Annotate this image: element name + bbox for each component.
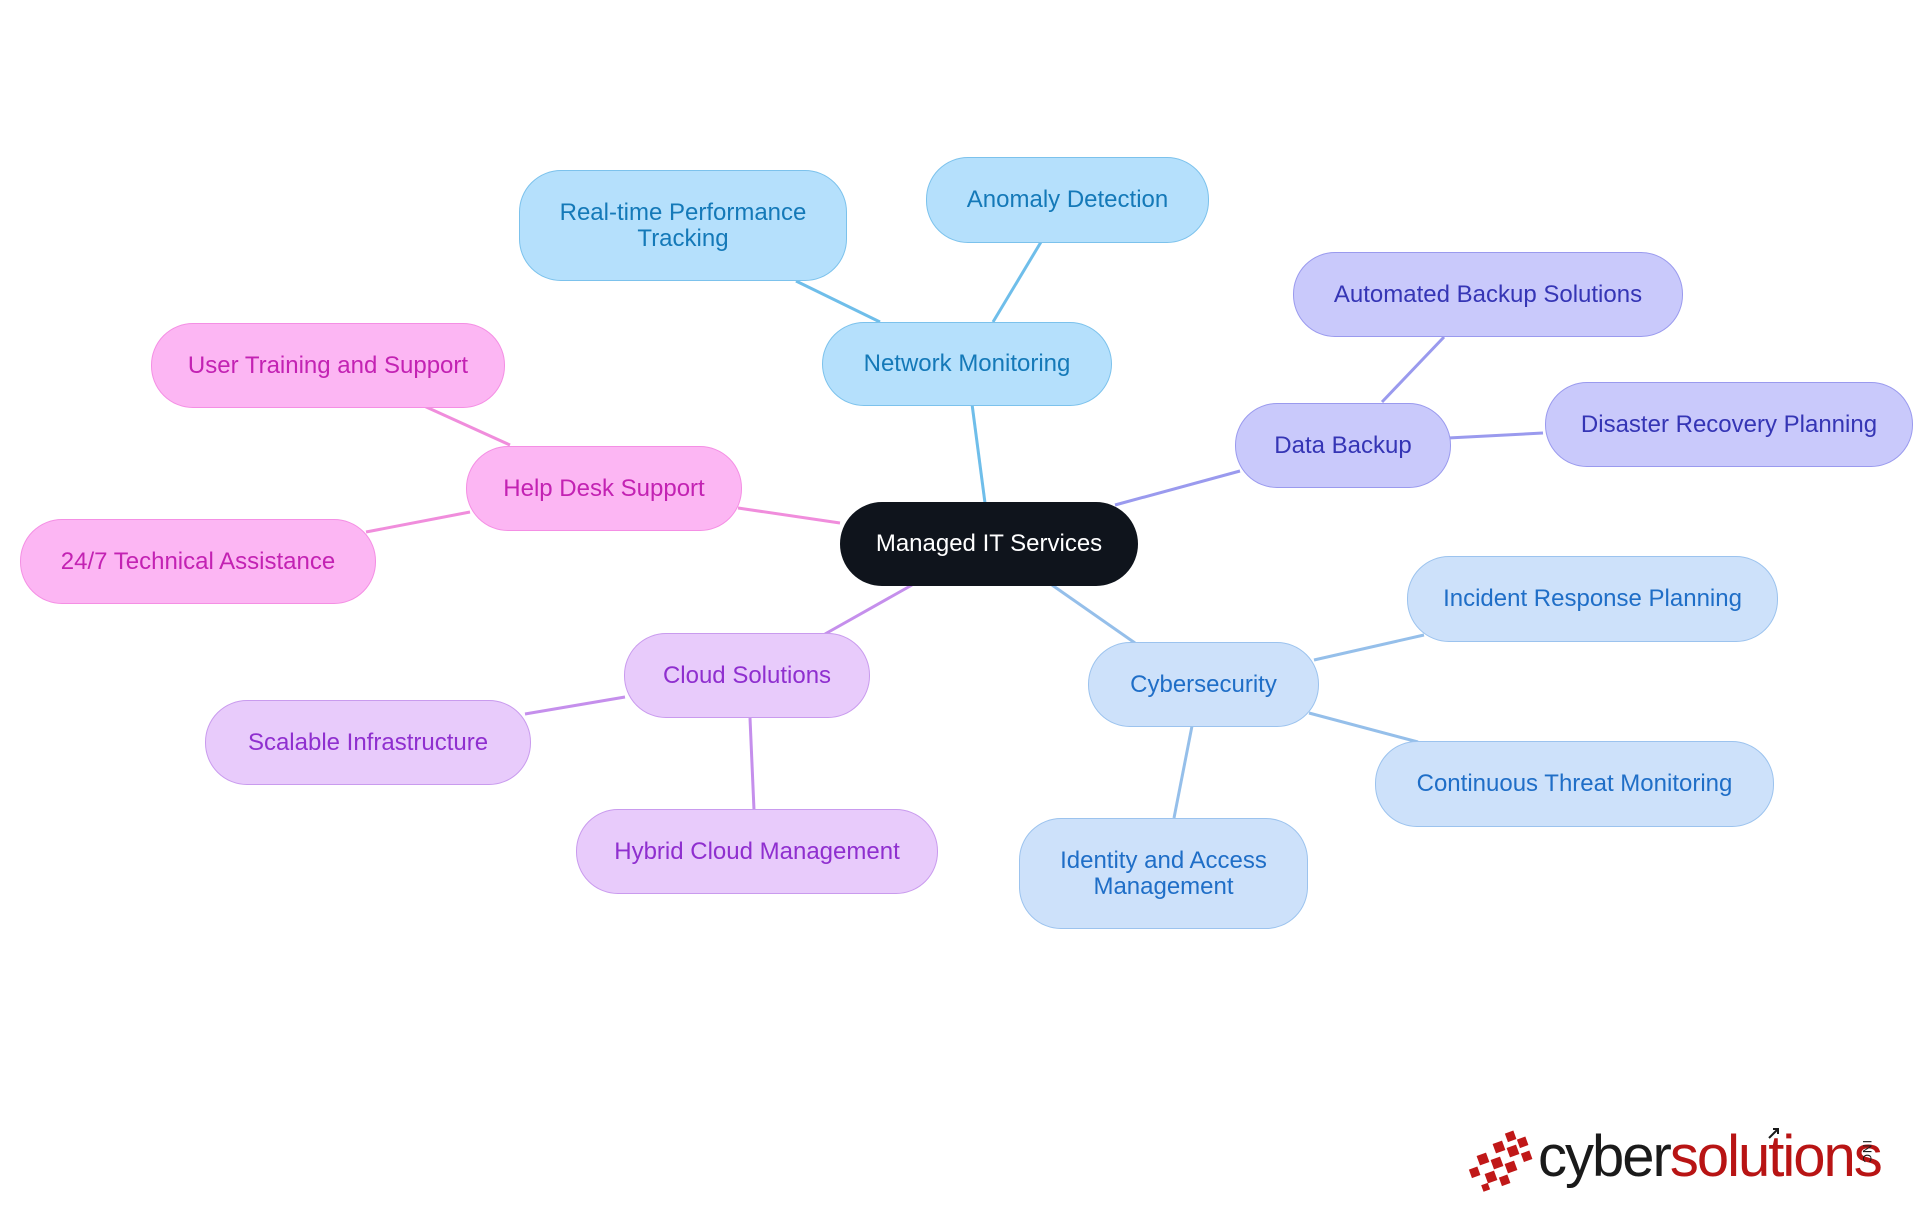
node-automated-backup-solutions: Automated Backup Solutions [1293,252,1683,337]
edge-network-realtime [795,279,881,324]
edge-cloud-scalable [524,695,626,716]
edge-cyber-continuous [1308,711,1419,744]
node-24-7-technical-assistance: 24/7 Technical Assistance [20,519,376,604]
node-cloud-solutions: Cloud Solutions [624,633,870,718]
node-user-training-and-support: User Training and Support [151,323,505,408]
node-disaster-recovery-planning: Disaster Recovery Planning [1545,382,1913,467]
cybersolutions-logo: cybersolutions INC [1468,1126,1883,1196]
edge-network-anomaly [991,241,1043,323]
edge-cloud-hybrid [748,717,756,811]
node-continuous-threat-monitoring: Continuous Threat Monitoring [1375,741,1774,827]
node-scalable-infrastructure: Scalable Infrastructure [205,700,531,785]
node-managed-it-services: Managed IT Services [840,502,1138,586]
node-cybersecurity: Cybersecurity [1088,642,1319,727]
edge-cyber-incident [1313,633,1425,662]
edge-center-cloud [824,583,913,636]
logo-text-solutions: solutions [1669,1124,1883,1189]
red-pixel-cube-icon [1468,1130,1533,1192]
logo-inc: INC [1860,1140,1874,1164]
node-network-monitoring: Network Monitoring [822,322,1112,406]
node-data-backup: Data Backup [1235,403,1451,488]
node-identity-and-access-management: Identity and Access Management [1019,818,1308,929]
node-incident-response-planning: Incident Response Planning [1407,556,1778,642]
edge-center-cyber [1051,583,1136,645]
edge-backup-disaster [1447,431,1544,440]
edge-center-network [970,403,987,504]
edge-center-help [737,506,841,525]
node-hybrid-cloud-management: Hybrid Cloud Management [576,809,938,894]
node-help-desk-support: Help Desk Support [466,446,742,531]
logo-text-cyber: cyber [1538,1124,1672,1189]
edge-center-backup [1114,469,1241,507]
edge-help-assistance [365,510,471,534]
node-real-time-performance-tracking: Real-time Performance Tracking [519,170,847,281]
edge-help-training [423,404,511,447]
edge-cyber-identity [1172,725,1194,819]
arrow-icon [1768,1128,1779,1139]
node-anomaly-detection: Anomaly Detection [926,157,1209,243]
edge-backup-automated [1380,335,1446,404]
logo-wordmark: cybersolutions [1538,1128,1883,1186]
